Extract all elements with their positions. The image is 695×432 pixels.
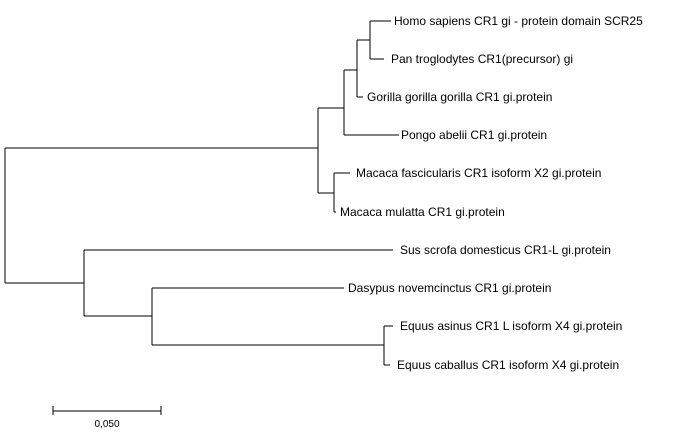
leaf-label-macaca-mulatta: Macaca mulatta CR1 gi.protein <box>340 205 505 219</box>
leaf-label-pan-troglodytes: Pan troglodytes CR1(precursor) gi <box>391 52 573 66</box>
scale-bar: 0,050 <box>52 406 162 430</box>
leaf-label-dasypus: Dasypus novemcinctus CR1 gi.protein <box>348 281 551 295</box>
leaf-labels: Homo sapiens CR1 gi - protein domain SCR… <box>340 14 643 372</box>
leaf-label-homo-sapiens: Homo sapiens CR1 gi - protein domain SCR… <box>394 14 643 28</box>
leaf-label-equus-asinus: Equus asinus CR1 L isoform X4 gi.protein <box>400 319 622 333</box>
leaf-label-pongo-abelii: Pongo abelii CR1 gi.protein <box>401 128 547 142</box>
leaf-label-equus-caballus: Equus caballus CR1 isoform X4 gi.protein <box>397 358 619 372</box>
leaf-label-sus-scrofa: Sus scrofa domesticus CR1-L gi.protein <box>400 243 611 257</box>
scale-bar-label: 0,050 <box>94 419 119 430</box>
leaf-label-gorilla: Gorilla gorilla gorilla CR1 gi.protein <box>367 90 552 104</box>
tree-branches <box>4 20 399 366</box>
leaf-label-macaca-fascicularis: Macaca fascicularis CR1 isoform X2 gi.pr… <box>356 166 601 180</box>
